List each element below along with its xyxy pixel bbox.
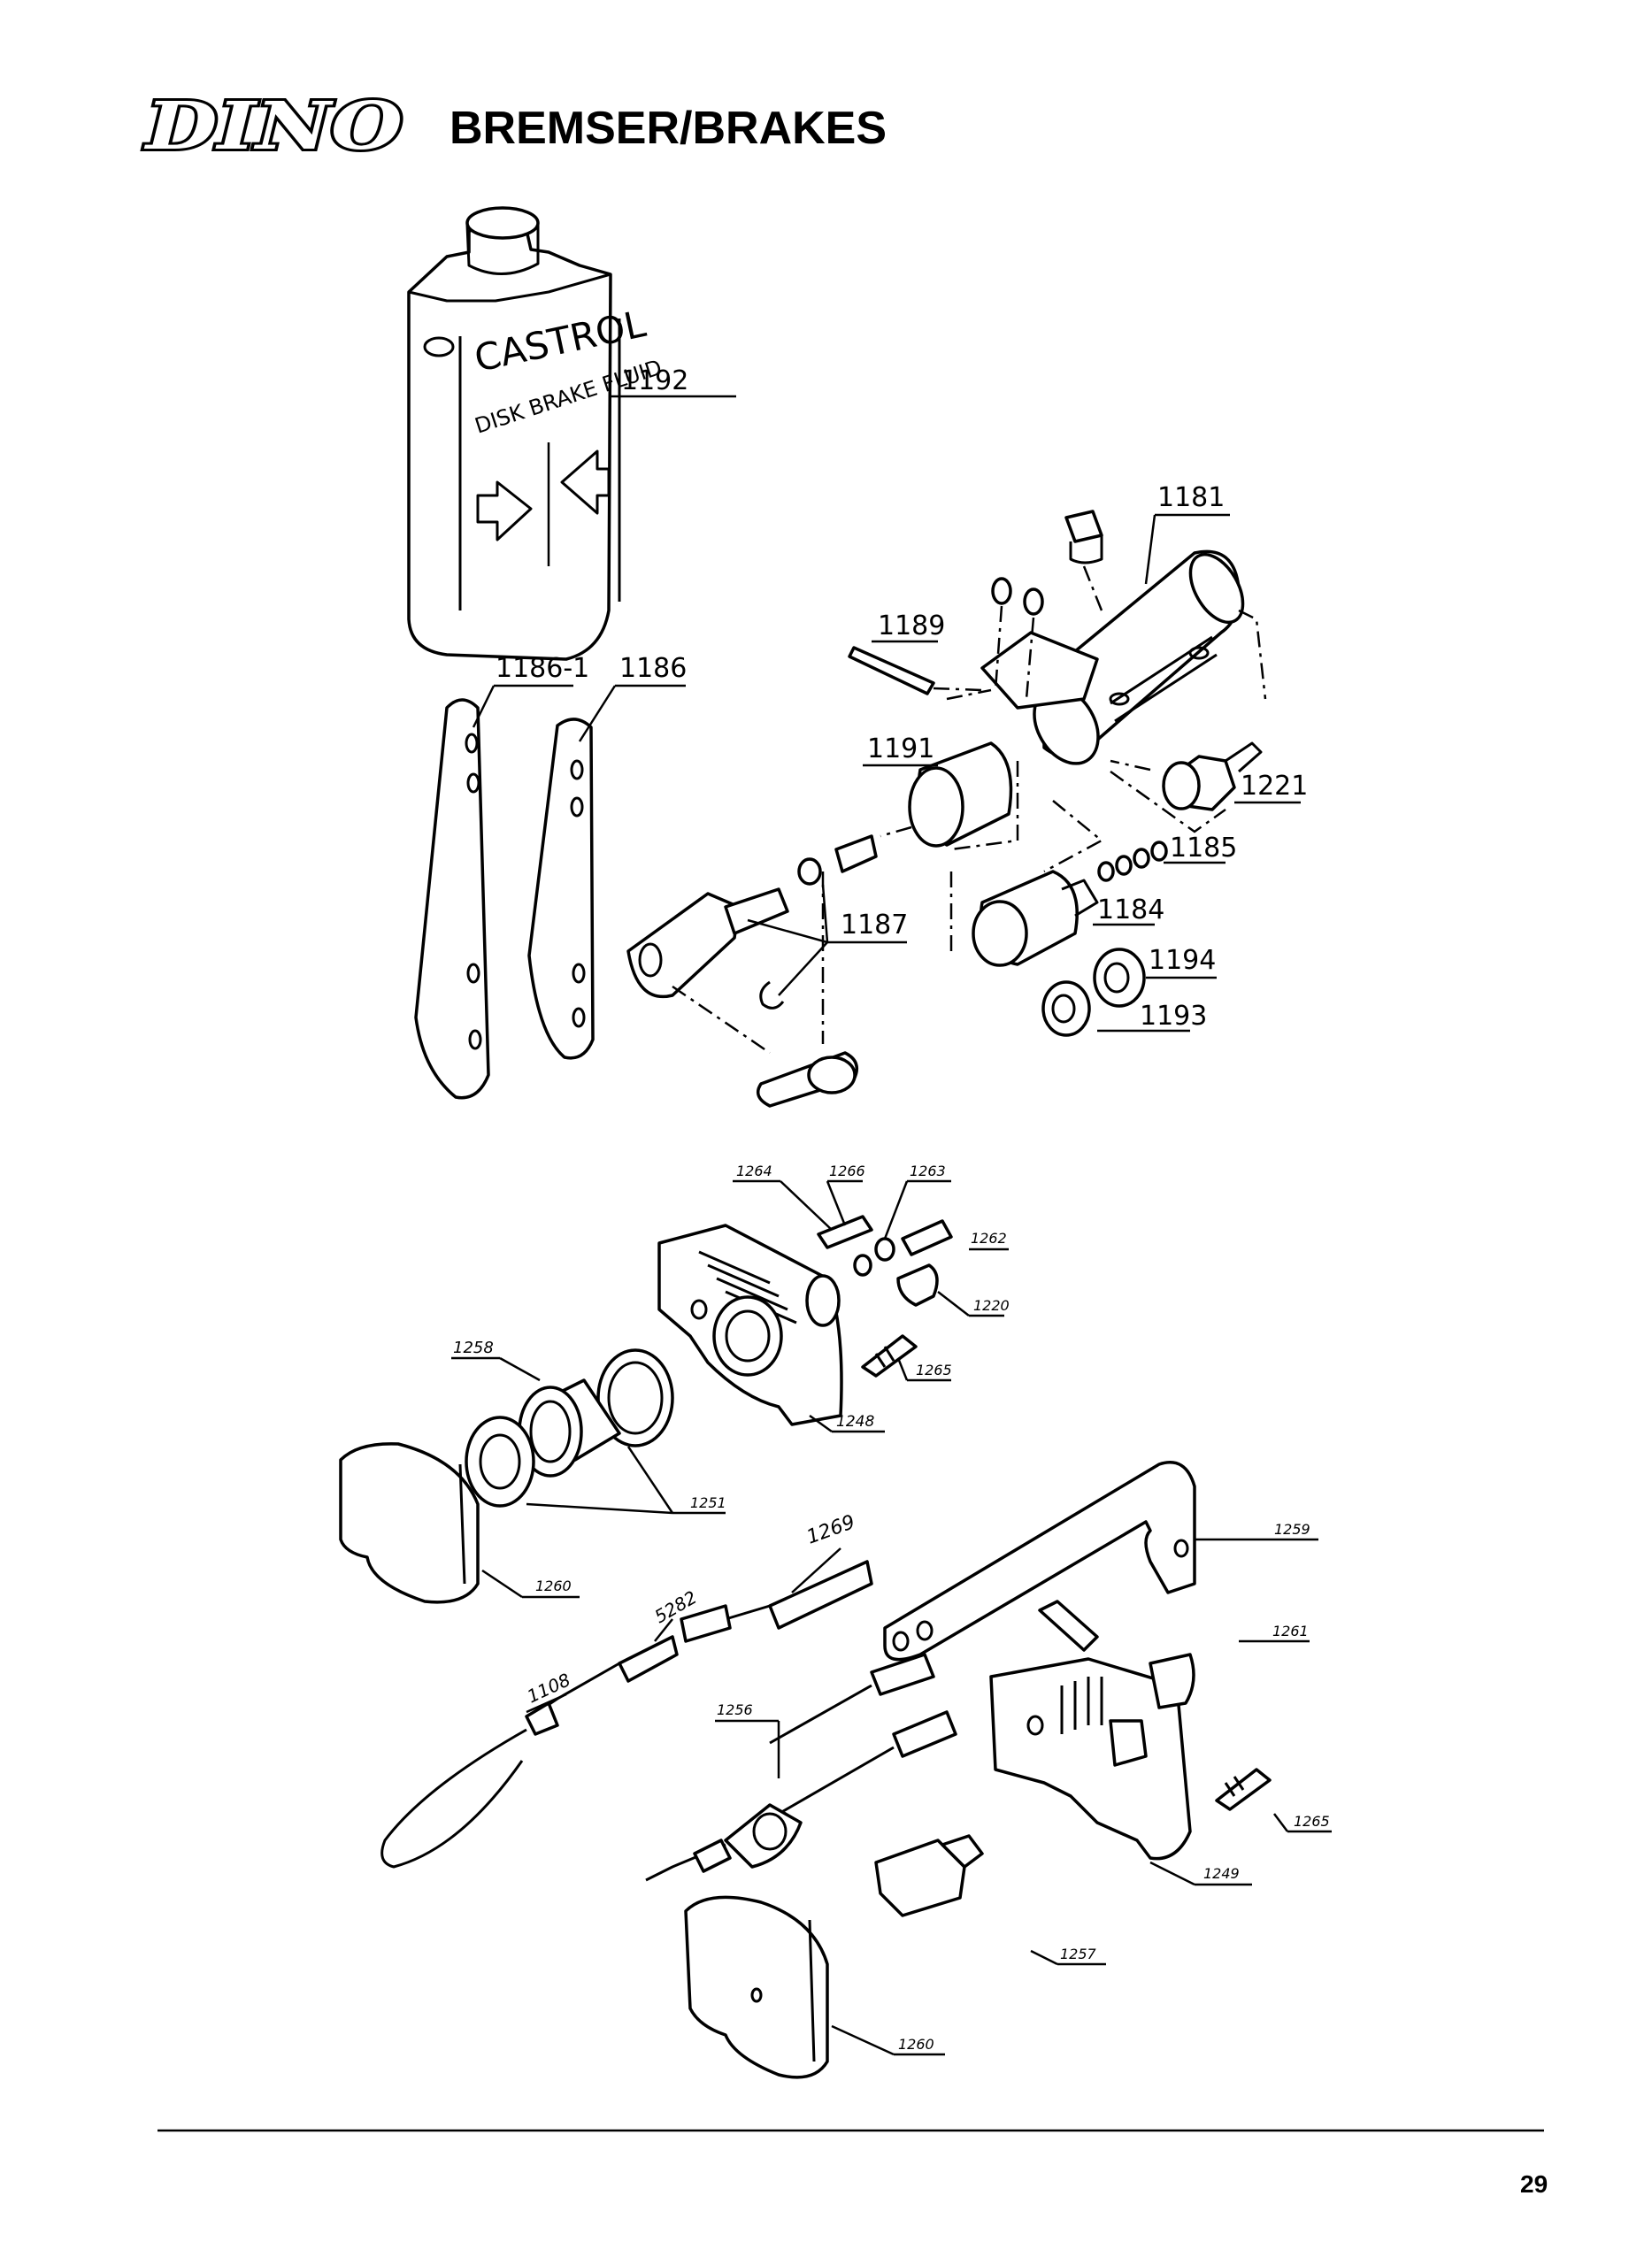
callout-1260-left: 1260 <box>481 1569 580 1599</box>
svg-text:1191: 1191 <box>867 733 934 764</box>
svg-text:1194: 1194 <box>1149 945 1216 976</box>
elbow-1220 <box>896 1263 939 1307</box>
master-cylinder-1181 <box>980 549 1245 765</box>
callout-1185: 1185 <box>1164 833 1237 864</box>
fitting-1221 <box>1110 741 1263 811</box>
svg-text:1259: 1259 <box>1274 1521 1310 1538</box>
callout-1181: 1181 <box>1144 482 1230 585</box>
washer-1263 <box>853 1237 895 1277</box>
svg-text:1248: 1248 <box>836 1413 874 1431</box>
pin-1261 <box>1038 1600 1099 1652</box>
svg-text:1266: 1266 <box>829 1163 865 1179</box>
callout-1257: 1257 <box>1030 1946 1106 1966</box>
callout-1264: 1264 <box>733 1163 833 1231</box>
svg-text:1263: 1263 <box>910 1163 946 1179</box>
svg-text:1260: 1260 <box>535 1578 572 1594</box>
svg-text:1261: 1261 <box>1272 1623 1309 1639</box>
lever-plate-1186 <box>527 718 595 1060</box>
bleed-plug <box>1064 510 1103 611</box>
svg-text:1257: 1257 <box>1060 1946 1097 1962</box>
banjo-bolt-1262 <box>901 1219 953 1256</box>
callout-1193: 1193 <box>1097 1001 1207 1033</box>
callout-1259: 1259 <box>1195 1521 1318 1541</box>
svg-text:1193: 1193 <box>1140 1001 1207 1032</box>
svg-text:1258: 1258 <box>453 1339 494 1357</box>
svg-text:1189: 1189 <box>878 610 945 641</box>
bleeder-1265-lower <box>1215 1768 1272 1811</box>
callout-1265-lower: 1265 <box>1273 1813 1332 1833</box>
svg-text:1264: 1264 <box>736 1163 772 1179</box>
piston-1184 <box>972 870 1099 967</box>
caliper-body-1249 <box>989 1653 1195 1861</box>
callout-1249: 1249 <box>1149 1861 1252 1886</box>
washer-1193 <box>1041 980 1091 1037</box>
svg-text:1186-1: 1186-1 <box>496 653 589 684</box>
callout-1191: 1191 <box>863 733 938 767</box>
seal-ring-1251 <box>596 1348 674 1447</box>
callout-1248: 1248 <box>809 1413 885 1433</box>
callout-1263: 1263 <box>883 1163 951 1240</box>
bleeder-1266 <box>817 1215 873 1249</box>
callout-1266: 1266 <box>826 1163 865 1226</box>
brake-fluid-bottle: CASTROL DISK BRAKE FLUID <box>407 206 665 661</box>
pin-1189 <box>848 646 983 695</box>
callout-1186-1: 1186-1 <box>472 653 589 728</box>
callout-1251: 1251 <box>526 1446 726 1515</box>
svg-text:1192: 1192 <box>621 365 688 396</box>
seals-1185 <box>1097 841 1168 882</box>
svg-text:1181: 1181 <box>1157 482 1225 513</box>
brake-pad-1260-left <box>339 1442 480 1604</box>
page-title: BREMSER/BRAKES <box>449 103 887 154</box>
callout-1187: 1187 <box>747 884 908 996</box>
washers-1181 <box>991 577 1044 700</box>
bleeder-1265-upper <box>861 1334 918 1378</box>
svg-text:1186: 1186 <box>619 653 687 684</box>
plug-1257 <box>874 1834 984 1917</box>
piston-1191 <box>880 741 1013 848</box>
caliper-body-1248 <box>657 1224 843 1426</box>
svg-text:1269: 1269 <box>804 1511 858 1549</box>
svg-text:1221: 1221 <box>1241 771 1308 802</box>
callout-1256: 1256 <box>715 1701 780 1778</box>
callout-1194: 1194 <box>1146 945 1217 979</box>
svg-text:1251: 1251 <box>690 1494 726 1511</box>
svg-text:1256: 1256 <box>717 1701 753 1718</box>
svg-text:1187: 1187 <box>841 910 908 941</box>
svg-text:1260: 1260 <box>898 2036 934 2053</box>
svg-text:1262: 1262 <box>971 1230 1007 1247</box>
dino-logo: DINO <box>143 88 403 165</box>
svg-text:1220: 1220 <box>973 1297 1010 1314</box>
callout-1192: 1192 <box>611 365 736 398</box>
caliper-bridge-1259 <box>883 1461 1196 1662</box>
callout-1265-upper: 1265 <box>896 1357 952 1382</box>
callout-1220: 1220 <box>937 1291 1010 1317</box>
washer-1194 <box>1093 948 1146 1008</box>
brake-pad-1260-lower <box>684 1895 829 2079</box>
callout-1184: 1184 <box>1093 894 1164 926</box>
callout-1262: 1262 <box>969 1230 1009 1251</box>
callout-1186: 1186 <box>578 653 687 742</box>
callout-1261: 1261 <box>1239 1623 1310 1643</box>
svg-text:1184: 1184 <box>1097 894 1164 925</box>
clevis-pushrod-1187 <box>626 834 878 1108</box>
page-number: 29 <box>1520 2170 1548 2198</box>
svg-text:1185: 1185 <box>1170 833 1237 864</box>
lever-plate-1186-1 <box>414 698 490 1100</box>
callout-1258: 1258 <box>451 1339 541 1382</box>
svg-text:1265: 1265 <box>1294 1813 1330 1830</box>
cable-1256 <box>645 1653 957 1882</box>
callout-1260-lower: 1260 <box>831 2024 945 2056</box>
dust-boot-1251 <box>465 1416 535 1508</box>
piston-1251 <box>518 1378 621 1478</box>
callout-1189: 1189 <box>872 610 945 643</box>
callout-1221: 1221 <box>1234 771 1308 804</box>
svg-text:1249: 1249 <box>1203 1865 1240 1882</box>
svg-text:1265: 1265 <box>916 1362 952 1378</box>
